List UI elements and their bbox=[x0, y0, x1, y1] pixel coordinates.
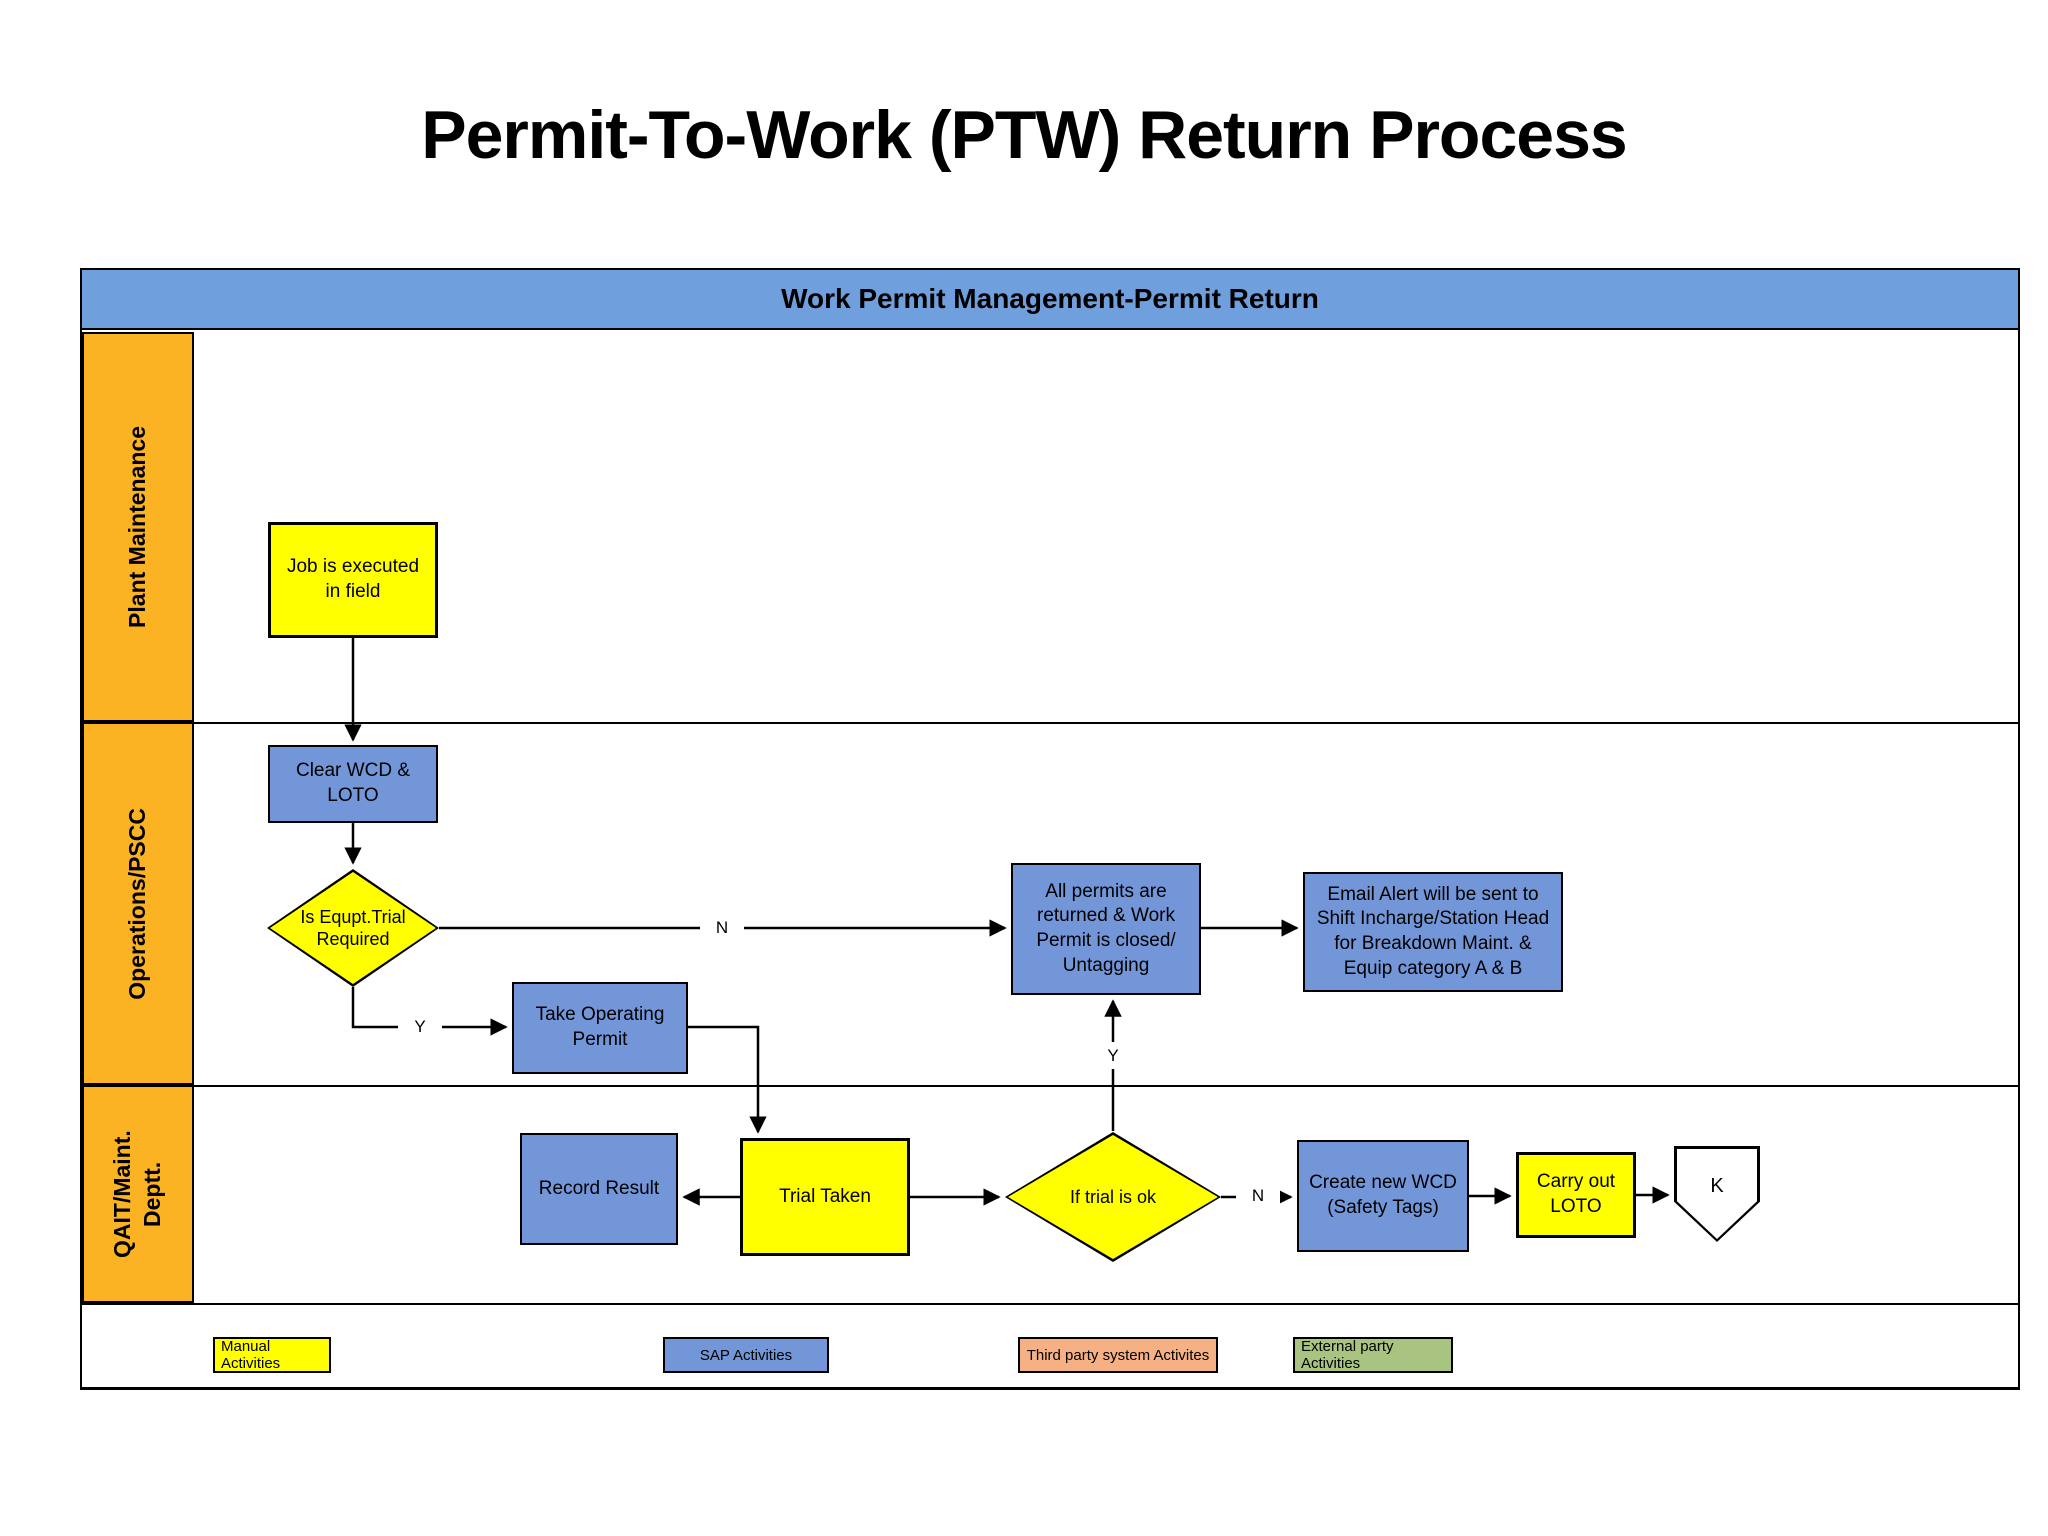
legend-manual-activities-label: Manual Activities bbox=[221, 1338, 281, 1372]
node-all-permits-returned: All permits are returned & Work Permit i… bbox=[1011, 863, 1201, 995]
node-job-executed: Job is executed in field bbox=[268, 522, 438, 638]
lane-separator bbox=[80, 1085, 2020, 1087]
lane-plant-maintenance-label: Plant Maintenance bbox=[124, 426, 151, 628]
edge-label-no: N bbox=[1236, 1182, 1280, 1210]
decision-if-trial-ok-label: If trial is ok bbox=[1069, 1186, 1156, 1207]
lane-qait-maint-dept-label: QAIT/Maint. Deptt. bbox=[109, 1130, 165, 1258]
lane-operations-pscc: Operations/PSCC bbox=[82, 722, 194, 1085]
node-email-alert: Email Alert will be sent to Shift Inchar… bbox=[1303, 872, 1563, 992]
node-create-new-wcd-label: Create new WCD (Safety Tags) bbox=[1309, 1172, 1457, 1218]
lane-separator bbox=[80, 1303, 2020, 1305]
offpage-connector-k-label: K bbox=[1710, 1175, 1724, 1197]
node-clear-wcd-loto-label: Clear WCD & LOTO bbox=[295, 760, 410, 806]
node-take-operating-permit-label: Take Operating Permit bbox=[535, 1004, 665, 1050]
node-email-alert-label: Email Alert will be sent to Shift Inchar… bbox=[1316, 883, 1550, 979]
decision-equpt-trial-required-label: Is Equpt.Trial Required bbox=[300, 906, 406, 950]
node-all-permits-returned-label: All permits are returned & Work Permit i… bbox=[1036, 880, 1176, 976]
node-create-new-wcd: Create new WCD (Safety Tags) bbox=[1297, 1140, 1469, 1252]
legend-external-party-activities-label: External party Activities bbox=[1301, 1338, 1394, 1372]
edge-label-yes: Y bbox=[398, 1013, 442, 1041]
node-trial-taken-label: Trial Taken bbox=[779, 1185, 871, 1207]
node-record-result: Record Result bbox=[520, 1133, 678, 1245]
legend-sap-activities: SAP Activities bbox=[663, 1337, 829, 1373]
lane-qait-maint-dept: QAIT/Maint. Deptt. bbox=[82, 1085, 194, 1303]
lane-operations-pscc-label: Operations/PSCC bbox=[124, 807, 151, 1000]
lane-separator bbox=[80, 722, 2020, 724]
node-carry-out-loto-label: Carry out LOTO bbox=[1536, 1171, 1616, 1217]
node-job-executed-label: Job is executed in field bbox=[286, 556, 420, 602]
node-clear-wcd-loto: Clear WCD & LOTO bbox=[268, 745, 438, 823]
lane-plant-maintenance: Plant Maintenance bbox=[82, 332, 194, 722]
legend-sap-activities-label: SAP Activities bbox=[699, 1346, 793, 1364]
node-record-result-label: Record Result bbox=[538, 1177, 660, 1199]
edge-label-yes: Y bbox=[1091, 1042, 1135, 1070]
node-trial-taken: Trial Taken bbox=[740, 1138, 910, 1256]
node-take-operating-permit: Take Operating Permit bbox=[512, 982, 688, 1074]
page-title: Permit-To-Work (PTW) Return Process bbox=[421, 97, 1628, 173]
legend-third-party-activities: Third party system Activites bbox=[1018, 1337, 1218, 1373]
band-header-label: Work Permit Management-Permit Return bbox=[781, 283, 1319, 314]
legend-manual-activities: Manual Activities bbox=[213, 1337, 331, 1373]
legend-external-party-activities: External party Activities bbox=[1293, 1337, 1453, 1373]
edge-label-no: N bbox=[700, 914, 744, 942]
legend-third-party-activities-label: Third party system Activites bbox=[1026, 1346, 1210, 1364]
node-carry-out-loto: Carry out LOTO bbox=[1516, 1152, 1636, 1238]
band-header: Work Permit Management-Permit Return bbox=[80, 268, 2020, 330]
